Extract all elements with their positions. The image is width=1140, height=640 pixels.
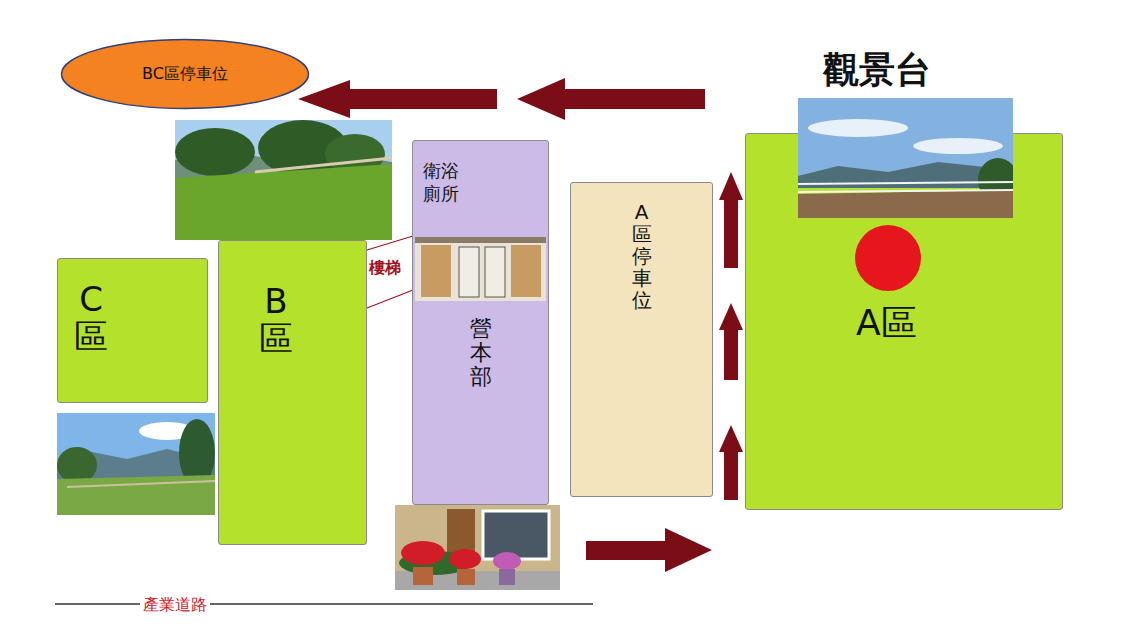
pot	[499, 569, 515, 585]
viewpoint-label: 觀景台	[823, 46, 931, 95]
panel	[511, 245, 541, 297]
vertical-label: B區	[259, 283, 293, 358]
railing	[798, 190, 1013, 192]
road-label: 產業道路	[140, 595, 210, 616]
bathroom-photo	[415, 237, 546, 301]
road-line	[55, 603, 593, 605]
window	[483, 511, 549, 559]
up-arrow	[719, 172, 743, 268]
bath-wall	[415, 237, 546, 301]
flower	[493, 552, 521, 570]
fence	[255, 158, 392, 172]
cloud	[913, 138, 1003, 154]
leader-line	[367, 290, 413, 308]
ceiling	[415, 237, 546, 243]
viewpoint-photo	[798, 98, 1013, 218]
area-label: A區	[856, 299, 917, 348]
area-label: 衛浴 廁所	[423, 159, 464, 206]
office-photo	[395, 505, 560, 590]
tree	[57, 447, 97, 483]
flower	[401, 541, 445, 565]
up-arrow	[719, 425, 743, 500]
tree	[175, 128, 255, 176]
cloud	[808, 119, 908, 137]
b-area-photo	[175, 120, 392, 240]
parking-box: A區停車位	[570, 182, 713, 497]
left-arrow	[298, 80, 497, 118]
grass	[175, 164, 392, 240]
panel	[421, 245, 451, 297]
red-marker	[854, 224, 922, 292]
vertical-label: 營本部	[470, 317, 492, 390]
area-label: BC區停車位	[142, 64, 228, 85]
camp-area: A區	[745, 133, 1063, 510]
vertical-label: C區	[74, 281, 108, 356]
camp-area: B區	[218, 240, 367, 545]
pot	[413, 567, 433, 585]
sky	[798, 98, 1013, 178]
parking-ellipse: BC區停車位	[60, 38, 310, 110]
pot	[457, 569, 475, 585]
flower	[449, 549, 481, 569]
left-arrow	[517, 78, 705, 120]
ellipse-shape	[62, 40, 309, 109]
fence	[67, 481, 215, 487]
camp-office-box: 衛浴 廁所營本部	[412, 140, 549, 505]
deck	[798, 190, 1013, 218]
stair-leader-lines	[367, 236, 413, 308]
c-area-photo	[57, 413, 215, 515]
marker-dot	[855, 225, 921, 291]
grass	[57, 475, 215, 515]
stairs-label: 樓梯	[369, 258, 401, 279]
railing	[798, 182, 1013, 184]
sign	[447, 509, 475, 553]
camp-area: C區	[57, 258, 208, 403]
door	[485, 247, 505, 297]
vertical-label: A區停車位	[632, 201, 652, 311]
up-arrow	[719, 303, 743, 380]
wall	[395, 505, 560, 590]
right-arrow	[586, 528, 712, 572]
door	[459, 247, 479, 297]
